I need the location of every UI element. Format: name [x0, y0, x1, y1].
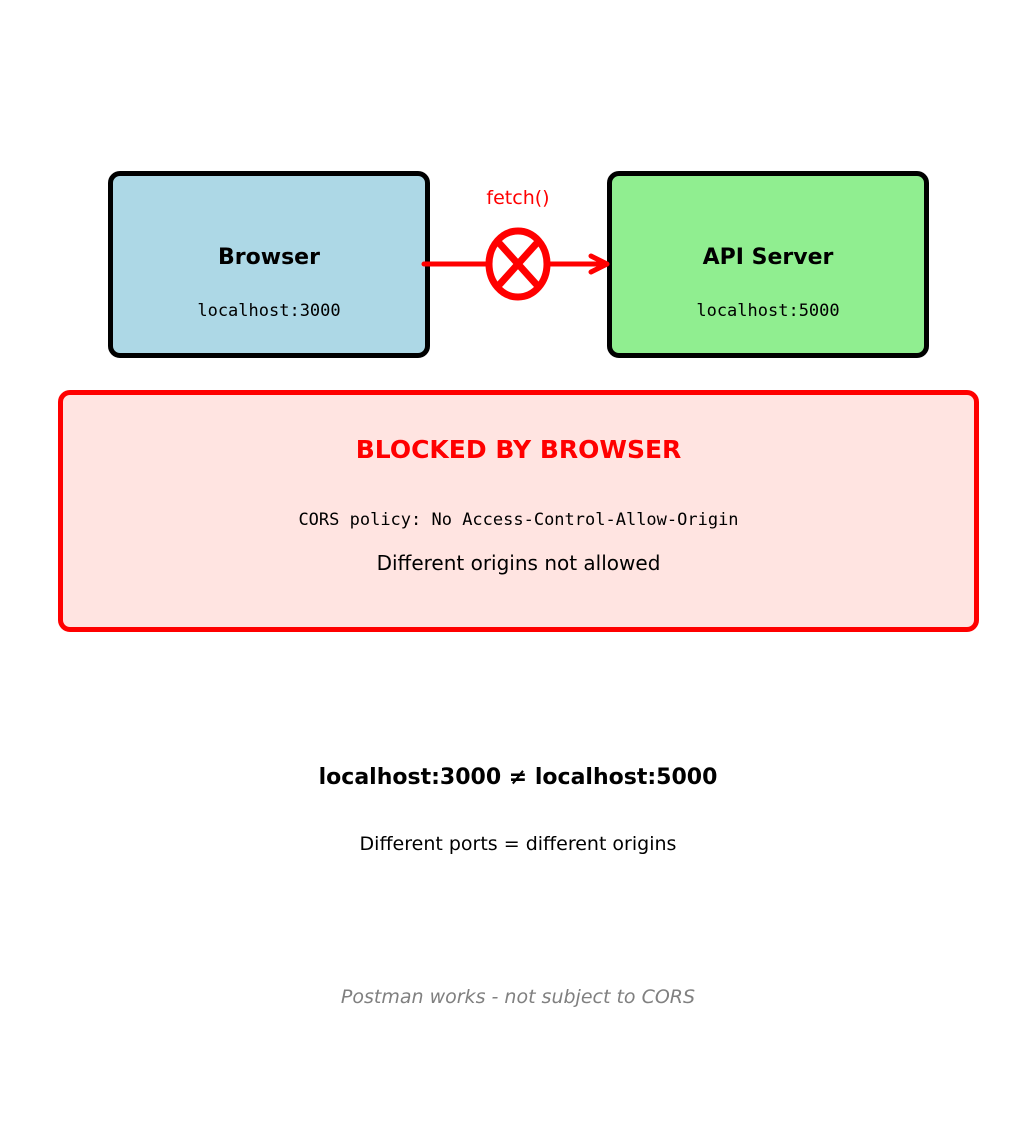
blocked-cross-a	[496, 240, 540, 288]
api-server-node: API Server localhost:5000	[607, 171, 929, 358]
browser-origin: localhost:3000	[197, 301, 341, 321]
blocked-x-circle-icon	[485, 227, 551, 301]
blocked-cross-b	[496, 240, 540, 288]
arrow-head-icon	[588, 253, 610, 275]
cors-policy-message: CORS policy: No Access-Control-Allow-Ori…	[298, 510, 739, 530]
api-server-title: API Server	[702, 245, 834, 270]
browser-node: Browser localhost:3000	[108, 171, 430, 358]
blocked-circle	[485, 227, 551, 301]
blocked-title: BLOCKED BY BROWSER	[355, 435, 682, 464]
blocked-note: Different origins not allowed	[376, 551, 661, 575]
browser-title: Browser	[218, 245, 320, 270]
fetch-request-label: fetch()	[486, 187, 550, 209]
origin-comparison: localhost:3000 ≠ localhost:5000	[318, 765, 718, 790]
ports-note: Different ports = different origins	[359, 833, 677, 855]
postman-footnote: Postman works - not subject to CORS	[340, 986, 696, 1008]
blocked-panel: BLOCKED BY BROWSER CORS policy: No Acces…	[58, 390, 979, 632]
api-server-origin: localhost:5000	[696, 301, 840, 321]
